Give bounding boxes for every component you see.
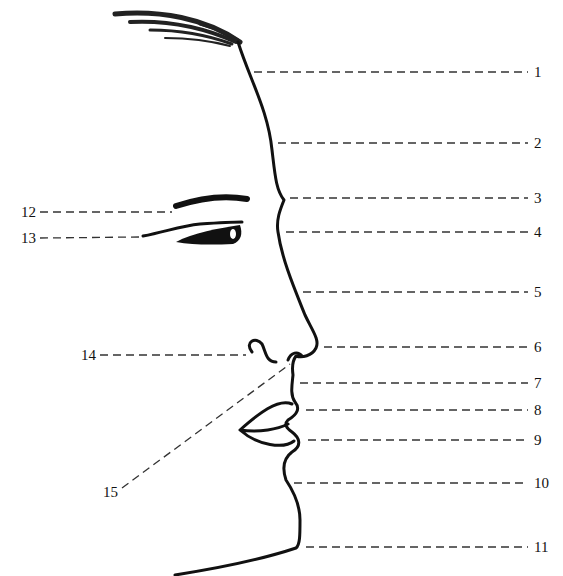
eye xyxy=(176,225,241,245)
eye-highlight xyxy=(230,229,236,239)
callout-number: 13 xyxy=(20,230,37,246)
callout-number: 2 xyxy=(533,135,543,151)
hair xyxy=(115,13,240,46)
nostril-rim xyxy=(288,353,302,360)
profile-outline xyxy=(175,42,317,575)
callout-number: 3 xyxy=(533,190,543,206)
lips xyxy=(240,403,294,446)
callout-number: 1 xyxy=(533,64,543,80)
callout-number: 11 xyxy=(533,539,549,555)
callout-number: 8 xyxy=(533,402,543,418)
callout-number: 5 xyxy=(533,284,543,300)
callout-number: 12 xyxy=(20,204,37,220)
callout-number: 9 xyxy=(533,432,543,448)
callout-number: 4 xyxy=(533,224,543,240)
eyebrow xyxy=(176,197,247,206)
leader-lines xyxy=(40,72,528,547)
callout-number: 6 xyxy=(533,339,543,355)
callout-number: 14 xyxy=(80,347,97,363)
nostril xyxy=(249,340,276,362)
callout-number: 15 xyxy=(102,484,119,500)
callout-number: 10 xyxy=(533,475,550,491)
callout-number: 7 xyxy=(533,375,543,391)
